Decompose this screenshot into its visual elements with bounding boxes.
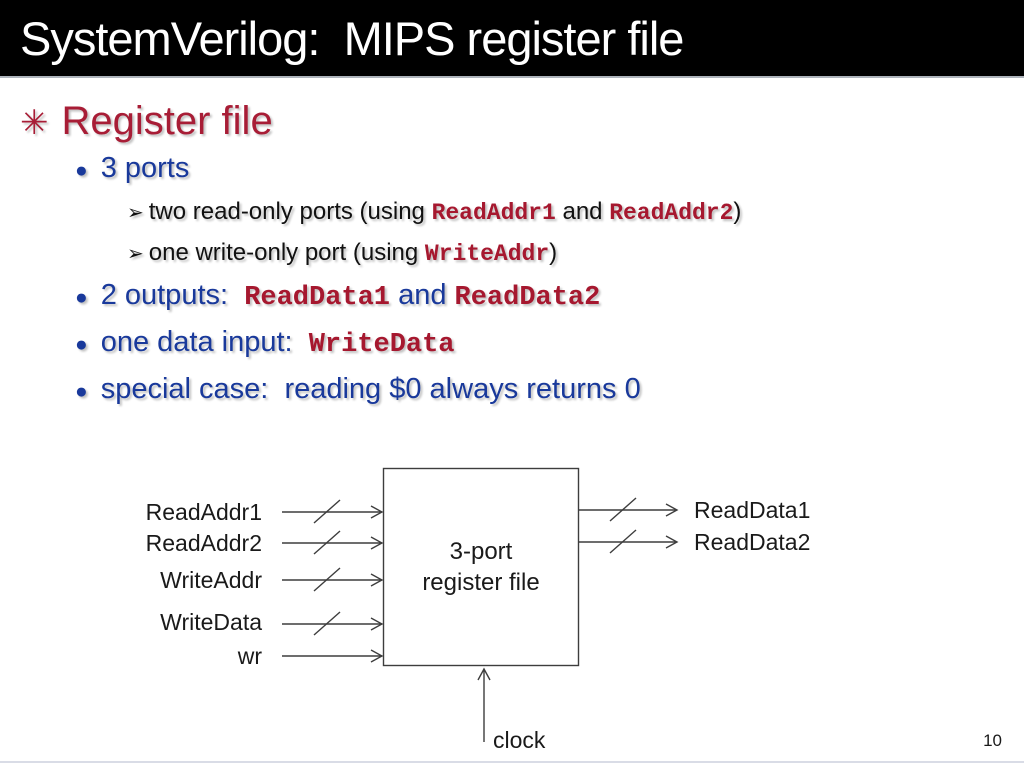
code-writeaddr: WriteAddr (424, 241, 550, 267)
circle-bullet-icon: ● (75, 159, 88, 182)
bullet-text: one write-only port (using (148, 239, 425, 266)
wire-wr (282, 649, 384, 663)
register-file-box-label: 3-port register file (383, 468, 579, 666)
wire-clock (477, 667, 491, 742)
bullet-special-case: ● special case: reading $0 always return… (75, 373, 641, 406)
circle-bullet-icon: ● (75, 380, 88, 403)
bullet-text: 2 outputs: (100, 279, 245, 311)
input-label-wr: wr (237, 643, 262, 669)
bullet-2-outputs: ● 2 outputs: ReadData1 and ReadData2 (75, 279, 600, 313)
arrow-bullet-icon: ➢ (127, 243, 144, 265)
asterisk-bullet-icon: ✳ (20, 104, 49, 142)
code-readdata1: ReadData1 (244, 283, 391, 313)
bullet-text: and (390, 279, 455, 311)
bullet-text: one data input: (100, 326, 309, 358)
bullet-register-file: ✳ Register file (20, 99, 273, 144)
bullet-text: two read-only ports (using (148, 198, 432, 225)
wire-writedata (282, 611, 384, 636)
input-label-readaddr1: ReadAddr1 (145, 499, 262, 525)
circle-bullet-icon: ● (75, 333, 88, 356)
input-label-writedata: WriteData (160, 609, 262, 635)
output-label-readdata1: ReadData1 (694, 497, 811, 523)
code-writedata: WriteData (308, 330, 455, 360)
arrow-bullet-icon: ➢ (127, 202, 144, 224)
bullet-text: Register file (61, 99, 273, 143)
bullet-text: and (555, 198, 610, 225)
code-readaddr1: ReadAddr1 (431, 200, 556, 226)
box-label-line1: 3-port (449, 538, 513, 565)
input-label-readaddr2: ReadAddr2 (145, 530, 262, 556)
bullet-text: ) (733, 198, 742, 225)
output-label-readdata2: ReadData2 (694, 529, 811, 555)
wire-writeaddr (282, 567, 384, 592)
box-label-line2: register file (422, 569, 540, 596)
input-label-writeaddr: WriteAddr (160, 567, 262, 593)
bullet-3-ports: ● 3 ports (75, 152, 189, 185)
bullet-text: 3 ports (100, 152, 190, 184)
bullet-write-only-port: ➢ one write-only port (using WriteAddr) (127, 239, 557, 267)
title-bar: SystemVerilog: MIPS register file (0, 0, 1024, 78)
bullet-text: ) (549, 239, 558, 266)
clock-label: clock (493, 727, 546, 753)
slide-title: SystemVerilog: MIPS register file (20, 11, 684, 65)
page-number: 10 (983, 731, 1002, 750)
wire-readdata1 (579, 497, 679, 522)
wire-readaddr2 (282, 530, 384, 555)
wire-readaddr1 (282, 499, 384, 524)
code-readdata2: ReadData2 (454, 283, 601, 313)
bottom-rule (0, 761, 1024, 763)
code-readaddr2: ReadAddr2 (609, 200, 734, 226)
circle-bullet-icon: ● (75, 286, 88, 309)
bullet-read-only-ports: ➢ two read-only ports (using ReadAddr1 a… (127, 198, 741, 226)
bullet-text: special case: reading $0 always returns … (100, 373, 641, 405)
wire-readdata2 (579, 529, 679, 554)
bullet-data-input: ● one data input: WriteData (75, 326, 455, 360)
